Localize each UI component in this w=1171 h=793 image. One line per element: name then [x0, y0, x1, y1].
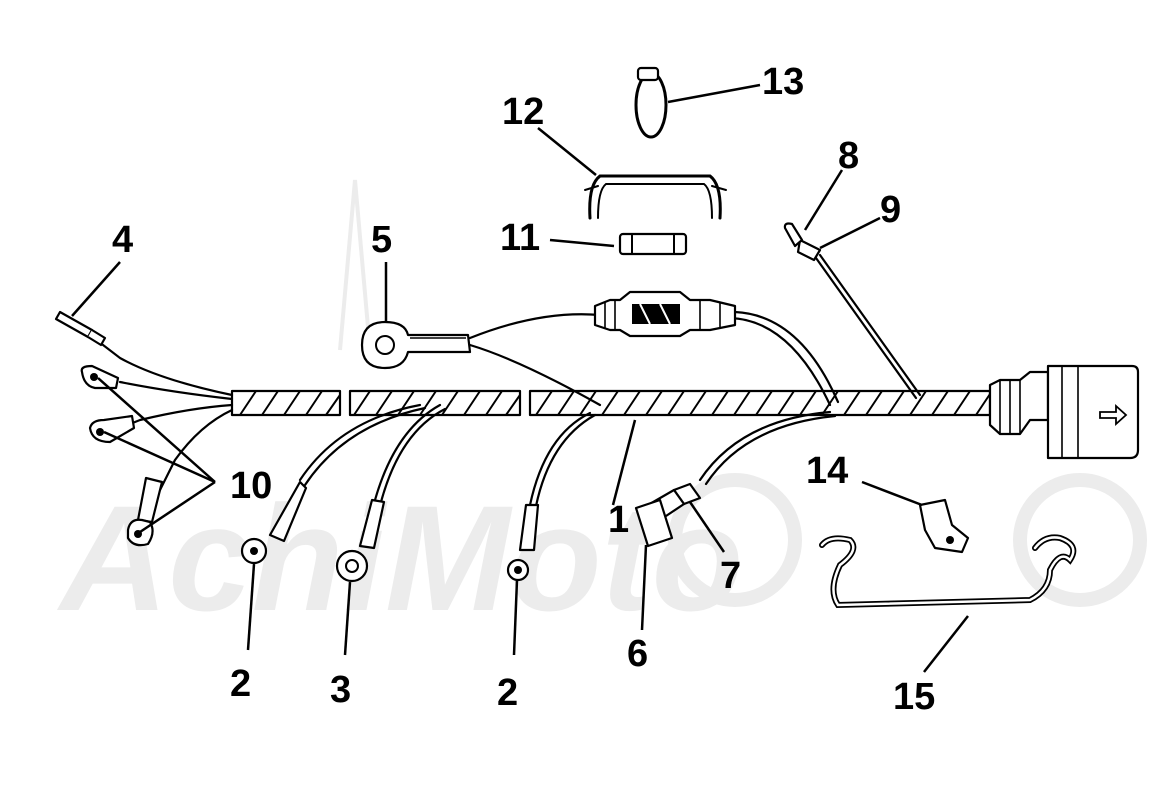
- left-breakout-wires: [54, 310, 234, 547]
- callout-9: 9: [880, 189, 901, 231]
- ground-lead-2b-sleeve: [518, 503, 540, 552]
- retaining-wire-15: [819, 534, 1077, 609]
- callout-7: 7: [720, 555, 741, 597]
- fuse-holder-lead: [360, 290, 840, 407]
- connector-boot: [988, 370, 1050, 436]
- ground-lead-3-sleeve: [358, 498, 386, 550]
- callout-2-left: 2: [230, 663, 251, 705]
- leader-lines: [71, 83, 969, 673]
- callout-5: 5: [371, 219, 392, 261]
- bullet-connector-lead: [634, 410, 837, 548]
- arrow-icon: [1099, 403, 1128, 427]
- callout-15: 15: [893, 676, 935, 718]
- ring-terminal-middle: [88, 414, 136, 444]
- callout-2-right: 2: [497, 672, 518, 714]
- fuse-11: [618, 232, 688, 256]
- harness-spiral-tape: [239, 390, 991, 416]
- bracket-14: [918, 498, 970, 554]
- watermark: AchiMoto: [56, 179, 1147, 642]
- callout-8: 8: [838, 135, 859, 177]
- connector-sleeve-6: [634, 498, 674, 548]
- main-harness: [230, 364, 1140, 460]
- ground-lead-2a-sleeve: [268, 480, 308, 543]
- callout-1: 1: [608, 499, 629, 541]
- callout-3: 3: [330, 669, 351, 711]
- callout-14: 14: [806, 450, 848, 492]
- callout-10: 10: [230, 465, 272, 507]
- fuse-lead-ring-terminal: [360, 320, 472, 370]
- ring-terminal-upper: [80, 364, 120, 390]
- bullet-terminal-lead: [783, 222, 922, 400]
- watermark-text: AchiMoto: [56, 474, 743, 642]
- callout-4: 4: [112, 219, 133, 261]
- bullet-terminal-8: [796, 238, 822, 262]
- callout-labels: 1 2 3 2 4 5 6 7 8 9 10 11 12 13 14 15: [112, 61, 935, 718]
- callout-11: 11: [500, 217, 540, 259]
- ground-leads: [240, 403, 597, 583]
- spade-terminal: [54, 310, 94, 339]
- main-connector: [1046, 364, 1140, 460]
- callout-13: 13: [762, 61, 804, 103]
- ring-terminal-lower-sleeve: [136, 476, 164, 524]
- callout-12: 12: [502, 91, 544, 133]
- callout-6: 6: [627, 633, 648, 675]
- cable-tie-13: [634, 66, 668, 139]
- harness-clip-12: [584, 174, 727, 220]
